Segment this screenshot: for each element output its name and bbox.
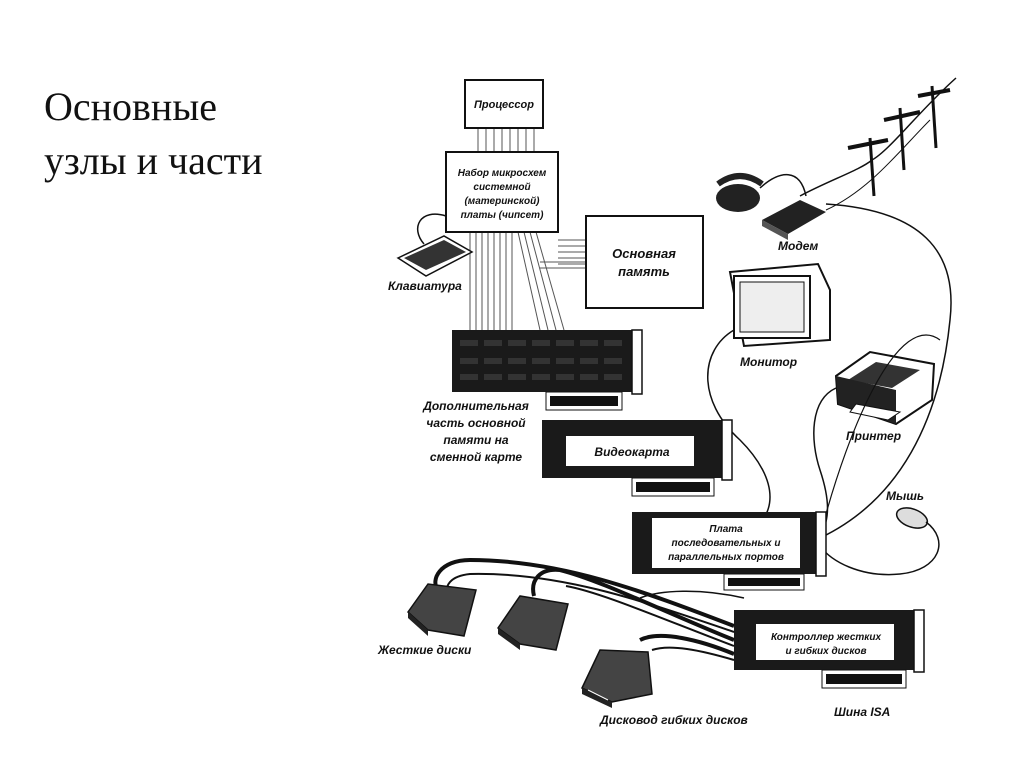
main-memory-label-1: Основная <box>612 246 676 261</box>
isa-bus-label: Шина ISA <box>834 705 890 719</box>
ports-card-label-1: Плата <box>709 524 743 535</box>
disk-controller-label-1: Контроллер жестких <box>771 632 881 643</box>
video-card-label: Видеокарта <box>594 445 669 459</box>
slide-title-line-2: узлы и части <box>44 138 263 183</box>
chipset-label-1: Набор микросхем <box>458 167 547 179</box>
main-memory-label-2: память <box>618 264 670 279</box>
memory-expansion-card: Дополнительная часть основной памяти на … <box>422 329 643 464</box>
memory-card-label-4: сменной карте <box>430 450 522 464</box>
disk-controller-label-2: и гибких дисков <box>785 645 866 657</box>
chipset-label-2: системной <box>473 182 530 193</box>
mouse: Мышь <box>821 489 940 576</box>
main-memory: Основная память <box>585 215 704 309</box>
processor: Процессор <box>464 79 544 129</box>
floppy-label: Дисковод гибких дисков <box>599 713 748 727</box>
monitor: Монитор <box>728 262 831 369</box>
memory-card-label-3: памяти на <box>443 433 509 447</box>
slide-title-line-1: Основные <box>44 84 217 129</box>
telephone-icon <box>716 173 764 212</box>
modem-label: Модем <box>778 239 818 253</box>
printer-cable-2 <box>819 334 941 537</box>
system-bus-wires <box>469 128 586 331</box>
keyboard-label: Клавиатура <box>388 279 462 293</box>
ports-card-label-3: параллельных портов <box>668 552 784 563</box>
modem-cable <box>819 203 952 539</box>
memory-card-label-2: часть основной <box>426 416 526 430</box>
modem: Модем <box>759 173 826 253</box>
hard-disk-1 <box>407 583 477 637</box>
keyboard: Клавиатура <box>388 213 474 293</box>
hard-disks-label: Жесткие диски <box>377 643 472 657</box>
ports-card: Плата последовательных и параллельных по… <box>632 511 827 591</box>
printer: Принтер <box>834 350 936 443</box>
chipset: Набор микросхем системной (материнской) … <box>445 151 559 233</box>
disk-controller-card: Контроллер жестких и гибких дисков Шина … <box>734 609 925 719</box>
slide-title: Основные узлы и части <box>44 80 344 188</box>
memory-card-label-1: Дополнительная <box>422 399 529 413</box>
hard-disk-2 <box>496 595 569 651</box>
processor-label: Процессор <box>474 99 534 111</box>
mouse-label: Мышь <box>886 489 924 503</box>
video-card: Видеокарта <box>542 419 733 497</box>
monitor-label: Монитор <box>740 355 797 369</box>
printer-label: Принтер <box>846 429 901 443</box>
chipset-label-3: (материнской) <box>464 196 540 207</box>
telephone-line-icon <box>799 77 957 211</box>
chipset-label-4: платы (чипсет) <box>461 210 544 221</box>
disk-ribbon-cables <box>433 557 745 661</box>
ports-card-label-2: последовательных и <box>672 538 781 549</box>
floppy-drive <box>580 649 653 708</box>
